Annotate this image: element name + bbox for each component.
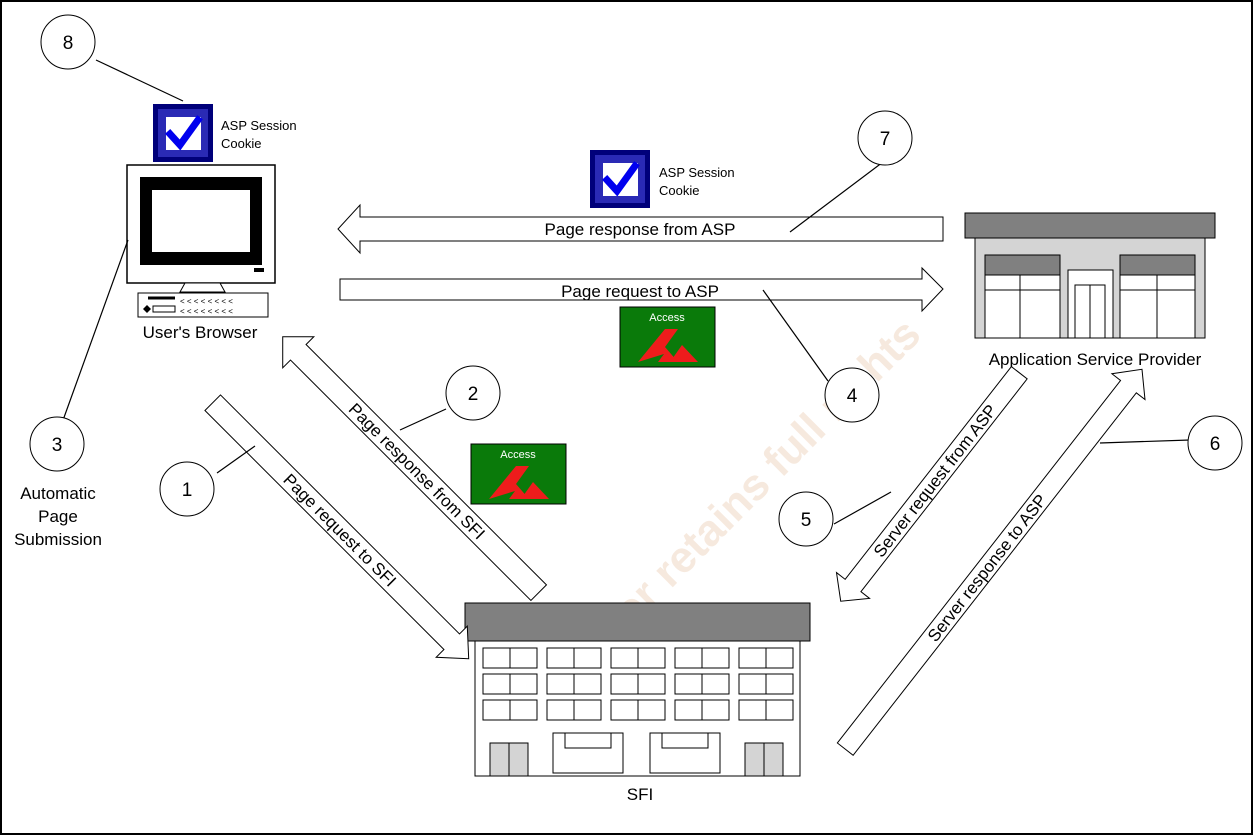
cookie-label-line1: ASP Session: [221, 118, 297, 133]
svg-text:3: 3: [52, 435, 63, 456]
asp-label: Application Service Provider: [989, 350, 1202, 369]
svg-text:4: 4: [847, 386, 858, 407]
svg-text:< < < < < < < <: < < < < < < < <: [180, 297, 233, 306]
browser-label: User's Browser: [143, 323, 258, 342]
asp-building-icon: [964, 212, 1216, 339]
browser-computer-icon: < < < < < < < < < < < < < < < <: [126, 164, 276, 318]
svg-text:6: 6: [1210, 434, 1221, 455]
step-circle-7: 7: [857, 110, 913, 166]
step-circle-4: 4: [824, 367, 880, 423]
svg-text:Access: Access: [649, 312, 685, 324]
svg-text:7: 7: [880, 129, 891, 150]
svg-text:5: 5: [801, 510, 812, 531]
svg-text:8: 8: [63, 33, 74, 54]
access-logo-icon: Access: [470, 443, 567, 505]
step-circle-1: 1: [159, 461, 215, 517]
automatic-label-line1: Automatic: [20, 484, 96, 503]
access-logo-icon: Access: [619, 306, 716, 368]
automatic-label-line2: Page: [38, 507, 78, 526]
step-circle-3: 3: [29, 416, 85, 472]
arrow-page-request-to-asp: Page request to ASP: [339, 266, 944, 313]
svg-text:Access: Access: [500, 449, 536, 461]
arrow-page-response-from-asp: Page response from ASP: [337, 203, 944, 255]
step-circle-6: 6: [1187, 415, 1243, 471]
cookie-label-line2: Cookie: [221, 136, 261, 151]
sfi-building-icon: [464, 602, 811, 777]
cookie-label-line2: Cookie: [659, 183, 699, 198]
cookie-checkbox-icon: [153, 104, 213, 162]
svg-text:Page response from ASP: Page response from ASP: [545, 220, 736, 239]
cookie-checkbox-icon: [590, 150, 650, 208]
svg-text:2: 2: [468, 384, 479, 405]
step-circle-5: 5: [778, 491, 834, 547]
step-circle-2: 2: [445, 365, 501, 421]
sfi-label: SFI: [627, 785, 653, 804]
svg-text:Page request to ASP: Page request to ASP: [561, 282, 719, 301]
svg-text:< < < < < < < <: < < < < < < < <: [180, 307, 233, 316]
svg-text:1: 1: [182, 480, 193, 501]
step-circle-8: 8: [40, 14, 96, 70]
automatic-label-line3: Submission: [14, 530, 102, 549]
cookie-label-line1: ASP Session: [659, 165, 735, 180]
